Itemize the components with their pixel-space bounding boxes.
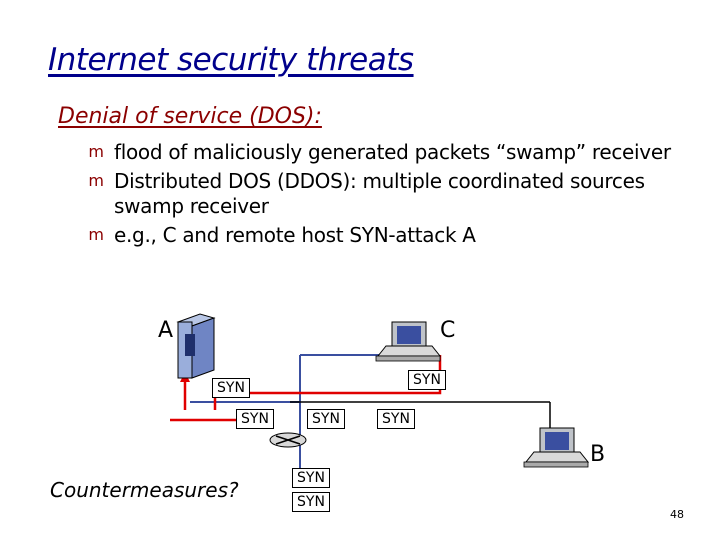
bullet-icon: m <box>88 225 104 244</box>
computer-icon <box>523 427 590 468</box>
syn-label: SYN <box>292 468 330 488</box>
host-a-label: A <box>158 318 174 343</box>
host-c-label: C <box>440 318 456 343</box>
bullet-item: m Distributed DOS (DDOS): multiple coord… <box>88 169 678 219</box>
slide-subtitle: Denial of service (DOS): <box>58 104 322 129</box>
syn-label: SYN <box>292 492 330 512</box>
countermeasures-label: Countermeasures? <box>50 478 239 502</box>
bullet-item: m flood of maliciously generated packets… <box>88 140 678 165</box>
host-b-label: B <box>590 442 606 467</box>
syn-label: SYN <box>408 370 446 390</box>
bullet-list: m flood of maliciously generated packets… <box>88 140 678 252</box>
page-number: 48 <box>670 508 684 521</box>
slide-title: Internet security threats <box>48 42 414 78</box>
syn-label: SYN <box>236 409 274 429</box>
bullet-text: flood of maliciously generated packets “… <box>114 140 671 164</box>
syn-label: SYN <box>377 409 415 429</box>
syn-label: SYN <box>307 409 345 429</box>
syn-label: SYN <box>212 378 250 398</box>
computer-icon <box>375 321 442 362</box>
bullet-text: e.g., C and remote host SYN-attack A <box>114 223 476 247</box>
router-icon <box>269 432 307 448</box>
bullet-item: m e.g., C and remote host SYN-attack A <box>88 223 678 248</box>
server-icon <box>176 313 216 379</box>
bullet-text: Distributed DOS (DDOS): multiple coordin… <box>114 169 645 218</box>
bullet-icon: m <box>88 171 104 190</box>
bullet-icon: m <box>88 142 104 161</box>
network-links <box>190 354 405 478</box>
